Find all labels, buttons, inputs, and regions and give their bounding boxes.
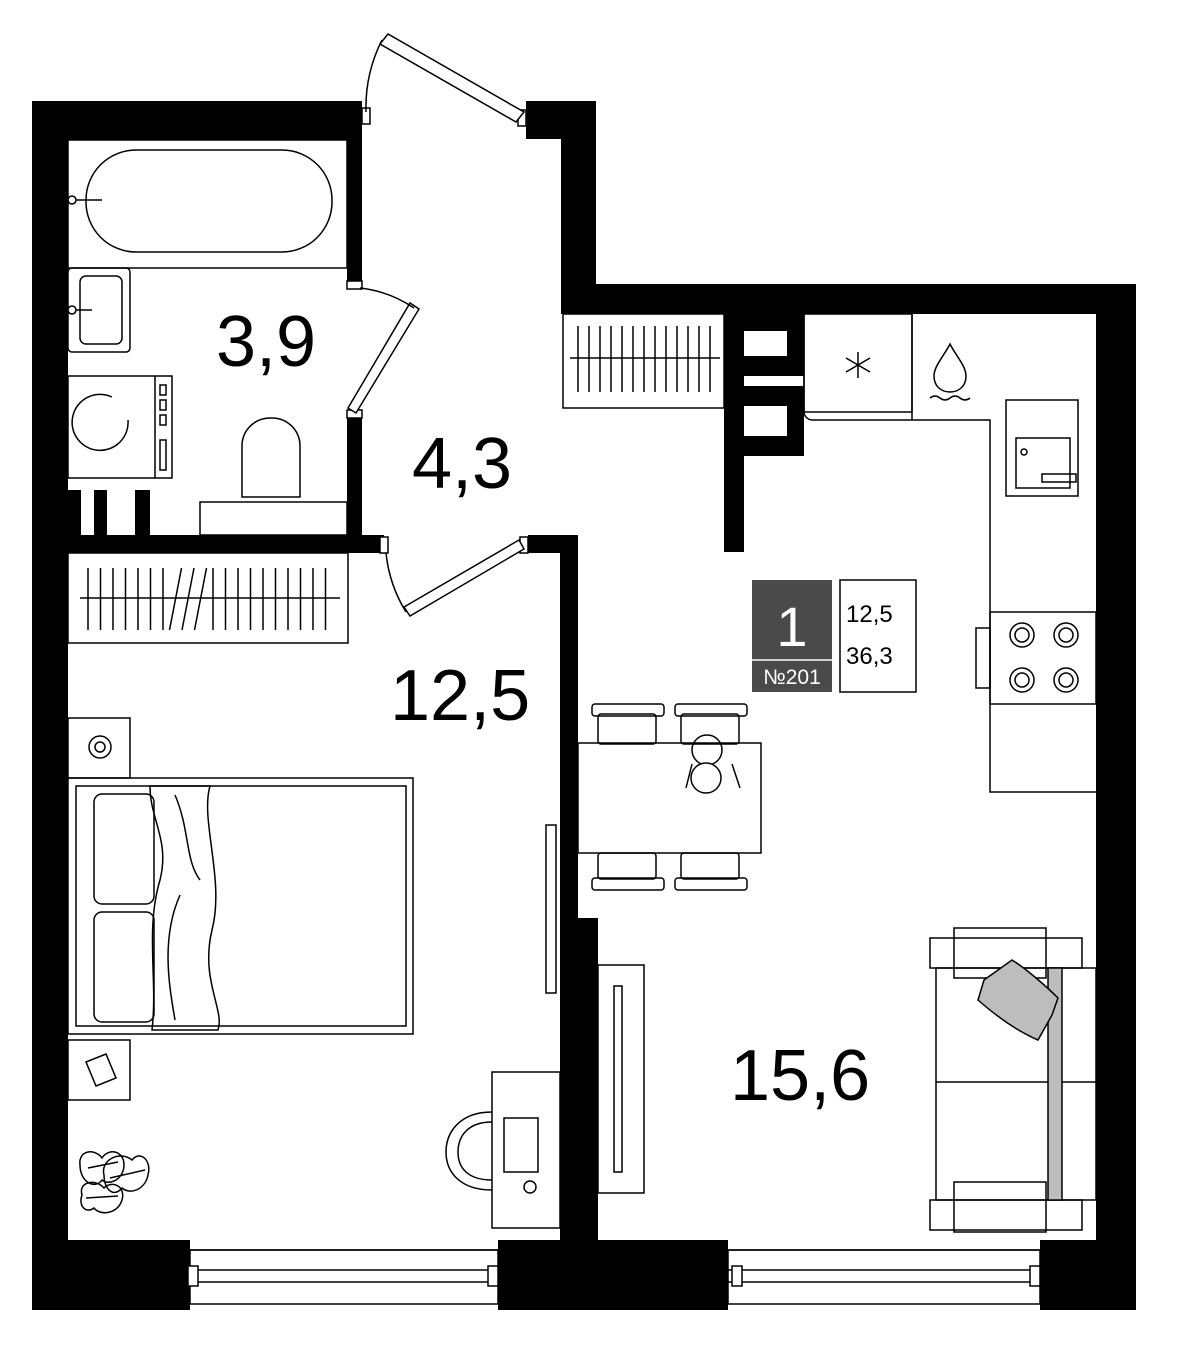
tv-stand	[597, 964, 645, 1194]
badge-background	[752, 580, 832, 692]
apartment-badge: 1 №201 12,5 36,3	[752, 579, 917, 693]
nightstand	[67, 717, 131, 779]
washbasin	[67, 267, 131, 353]
bathroom-door	[346, 280, 421, 419]
kitchen-sink	[1005, 399, 1079, 497]
hanger-line	[193, 567, 208, 631]
sofa-cushion	[1047, 967, 1063, 1201]
kitchen-counter	[803, 314, 1096, 793]
room-area-living-kitchen: 15,6	[730, 1036, 870, 1116]
sofa-pillow	[977, 959, 1059, 1041]
room-area-hallway: 4,3	[412, 424, 512, 504]
wardrobe	[67, 552, 349, 644]
tv-bedroom	[545, 824, 557, 994]
total-area: 36,3	[846, 643, 893, 670]
room-area-bathroom: 3,9	[216, 302, 316, 382]
double-bed	[67, 777, 414, 1035]
living-area: 12,5	[846, 601, 893, 628]
window-living	[727, 1249, 1041, 1305]
snowflake-icon	[845, 352, 871, 378]
sofa	[929, 927, 1097, 1233]
hall-wardrobe	[562, 313, 725, 409]
bedside-shelf	[67, 1039, 131, 1101]
dining-table	[577, 734, 762, 854]
room-area-bedroom: 12,5	[390, 656, 530, 736]
bathtub	[67, 139, 348, 269]
window-bedroom	[187, 1249, 499, 1305]
chair	[591, 852, 665, 891]
hanger-line	[181, 567, 195, 631]
toilet	[199, 417, 348, 536]
chair	[674, 852, 748, 891]
chair	[674, 703, 748, 745]
refrigerator	[803, 313, 913, 413]
rooms-count: 1	[776, 595, 807, 658]
chair	[591, 703, 665, 745]
monstera-plant-icon	[79, 1151, 150, 1214]
desk	[445, 1071, 561, 1229]
water-drop-icon	[929, 342, 971, 401]
entrance-door	[361, 33, 527, 127]
washing-machine	[67, 375, 173, 479]
cooktop	[975, 611, 1097, 705]
apartment-number: №201	[763, 666, 821, 689]
bedroom-door	[379, 536, 529, 618]
hanger-line	[168, 567, 183, 631]
walls	[32, 101, 1136, 1310]
